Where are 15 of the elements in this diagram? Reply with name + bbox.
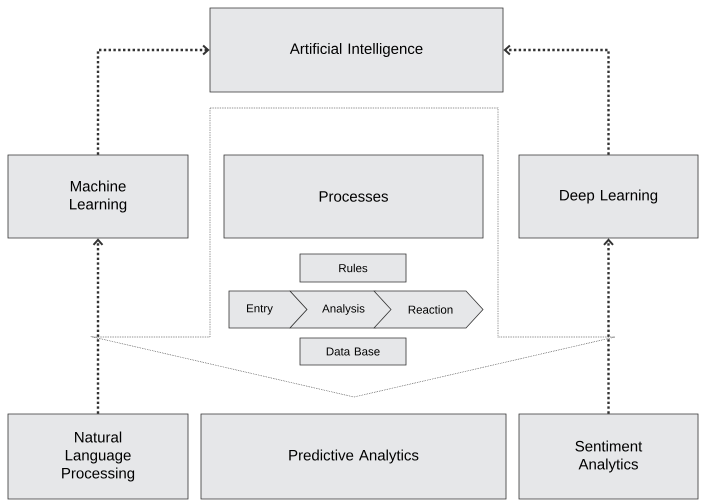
process-box: Sentiment Analytics <box>518 414 698 500</box>
arrow <box>603 238 614 414</box>
arrow <box>96 44 210 155</box>
process-box: Natural Language Processing <box>8 414 188 500</box>
chevron-step: Reaction <box>373 290 484 328</box>
process-box: Rules <box>300 254 406 282</box>
process-box: Predictive Analytics <box>200 414 506 500</box>
arrow <box>503 44 610 155</box>
chevron-step: Analysis <box>289 290 394 328</box>
process-box: Processes <box>224 154 484 238</box>
process-box: Data Base <box>300 338 406 366</box>
process-box: Artificial Intelligence <box>210 8 504 92</box>
arrow <box>92 238 104 414</box>
process-box: Machine Learning <box>8 154 188 238</box>
process-box: Deep Learning <box>518 154 698 238</box>
